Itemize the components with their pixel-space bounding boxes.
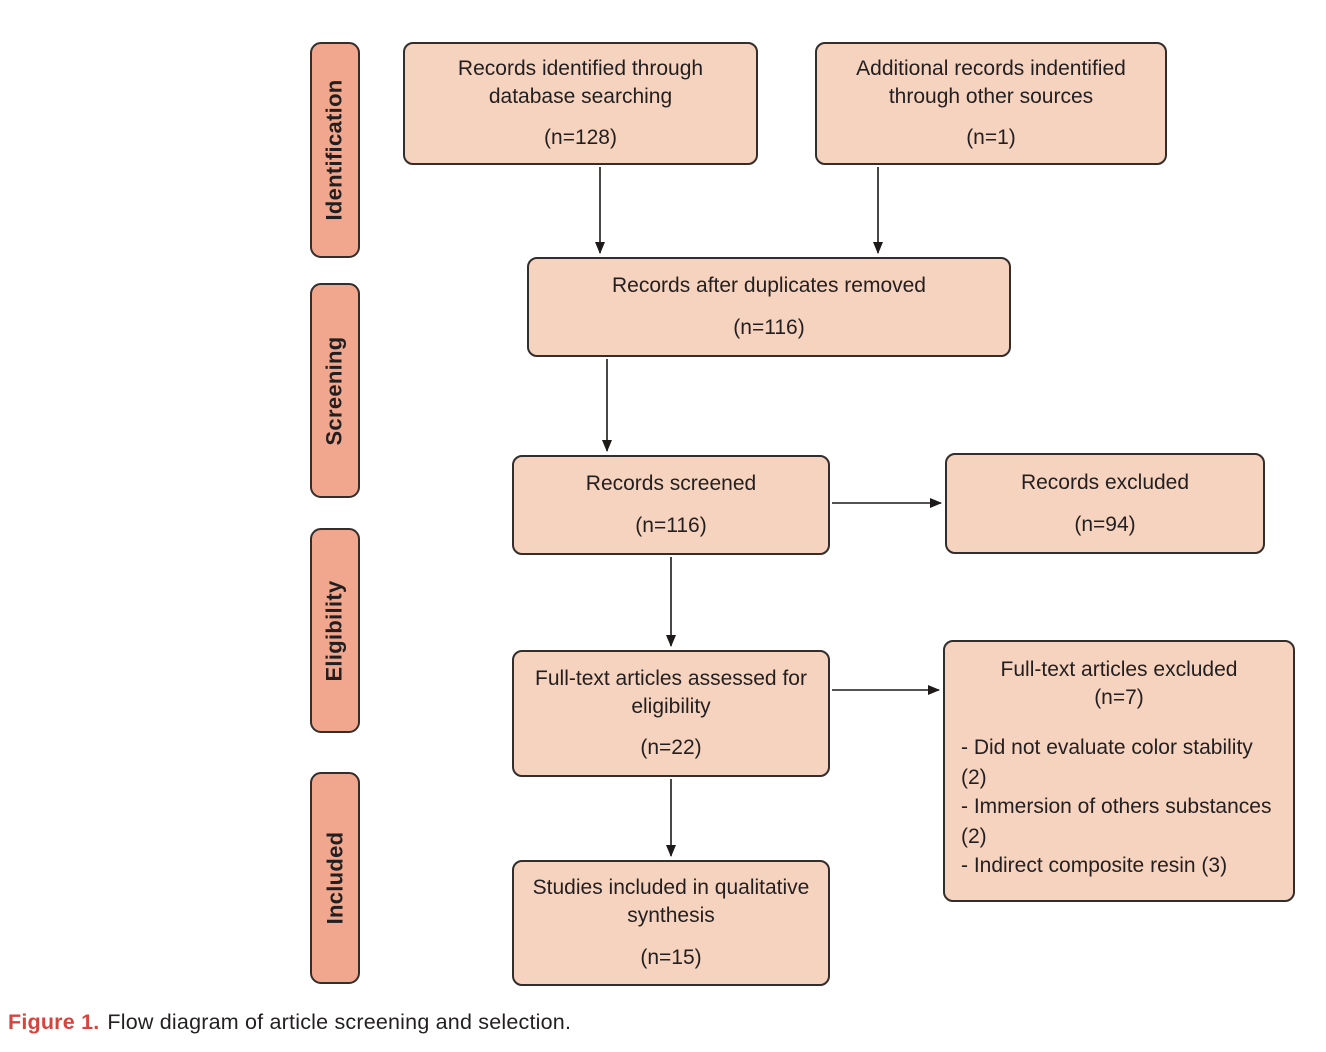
box-records-identified-database-count: (n=128) [544, 126, 617, 150]
box-fulltext-excluded: Full-text articles excluded (n=7) - Did … [943, 640, 1295, 902]
box-records-identified-database-label: Records identified through database sear… [457, 56, 704, 108]
box-additional-records-other-sources-count: (n=1) [966, 126, 1016, 150]
box-records-after-duplicates-removed-count: (n=116) [733, 316, 805, 339]
box-records-screened-count: (n=116) [635, 514, 707, 537]
exclusion-reason: - Did not evaluate color stability (2) [961, 736, 1253, 789]
exclusion-reason: - Immersion of others substances (2) [961, 795, 1272, 848]
box-fulltext-assessed-count: (n=22) [640, 736, 702, 760]
box-fulltext-excluded-title: Full-text articles excluded [1000, 658, 1238, 681]
stage-included-label: Included [322, 831, 348, 925]
figure-caption-text: Flow diagram of article screening and se… [107, 1010, 572, 1034]
box-fulltext-excluded-count: (n=7) [1094, 685, 1144, 709]
stage-eligibility-label: Eligibility [322, 579, 347, 682]
figure-caption: Figure 1. Flow diagram of article screeni… [8, 1010, 571, 1035]
box-additional-records-other-sources: Additional records indentified through o… [815, 42, 1167, 165]
stage-eligibility: Eligibility [310, 528, 360, 733]
box-fulltext-assessed-label: Full-text articles assessed for eligibil… [535, 666, 807, 718]
box-records-after-duplicates-removed-label: Records after duplicates removed [612, 274, 926, 298]
stage-included: Included [310, 772, 360, 984]
box-fulltext-assessed: Full-text articles assessed for eligibil… [512, 650, 830, 777]
exclusion-reason: - Indirect composite resin (3) [961, 854, 1228, 877]
stage-identification-label: Identification [322, 79, 347, 221]
figure-caption-number: Figure 1. [8, 1010, 100, 1034]
box-records-after-duplicates-removed: Records after duplicates removed (n=116) [527, 257, 1011, 357]
box-fulltext-excluded-reasons: - Did not evaluate color stability (2) -… [961, 733, 1277, 880]
stage-screening-label: Screening [322, 335, 348, 446]
box-studies-included-count: (n=15) [640, 945, 702, 969]
box-studies-included-label: Studies included in qualitative synthesi… [532, 876, 810, 928]
box-studies-included: Studies included in qualitative synthesi… [512, 860, 830, 986]
stage-screening: Screening [310, 283, 360, 498]
stage-identification: Identification [310, 42, 360, 258]
box-records-identified-database: Records identified through database sear… [403, 42, 758, 165]
box-additional-records-other-sources-label: Additional records indentified through o… [856, 56, 1126, 108]
box-records-excluded: Records excluded (n=94) [945, 453, 1265, 554]
box-records-screened-label: Records screened [585, 472, 757, 496]
box-records-excluded-count: (n=94) [1074, 512, 1136, 536]
box-records-screened: Records screened (n=116) [512, 455, 830, 555]
box-records-excluded-label: Records excluded [1020, 470, 1190, 494]
